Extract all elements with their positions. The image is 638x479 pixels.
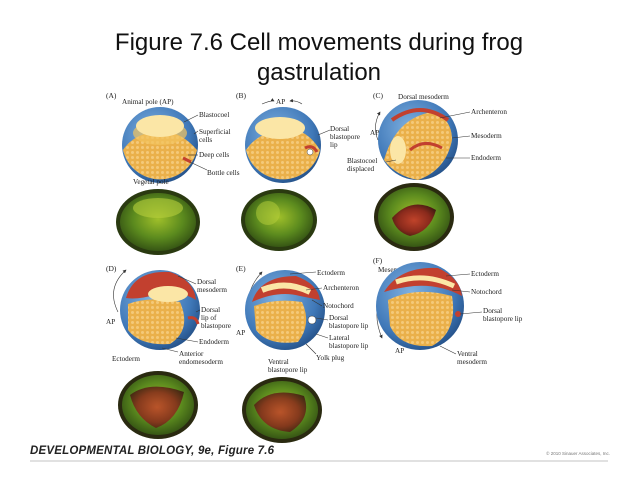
label-e-ventral: Ventral (268, 358, 289, 366)
label-c-archenteron: Archenteron (471, 108, 507, 116)
micrograph-b (241, 189, 317, 251)
panel-f: (F) Mesenchyme Ectoderm Notochord Dorsal… (373, 256, 523, 366)
label-e-dorsal: Dorsal (329, 314, 348, 322)
label-c-dorsal-mesoderm: Dorsal mesoderm (398, 93, 449, 101)
label-deep-cells: Deep cells (199, 151, 229, 159)
label-e-ventral-lip: blastopore lip (268, 366, 308, 374)
micrograph-a (116, 189, 200, 255)
micrograph-c (374, 183, 454, 251)
embryo-e-diagram (245, 270, 325, 350)
figure-credit: DEVELOPMENTAL BIOLOGY, 9e, Figure 7.6 (30, 445, 275, 457)
label-vegetal-pole: Vegetal pole (133, 178, 169, 186)
label-e-lateral: Lateral (329, 334, 349, 342)
embryo-b-diagram (245, 107, 321, 183)
panel-d: (D) Dorsal mesoderm AP Dorsal lip of bla… (106, 264, 231, 439)
label-c-displaced: displaced (347, 165, 375, 173)
label-e-archenteron: Archenteron (323, 284, 359, 292)
label-d-dorsal-lip-2: lip of (201, 314, 217, 322)
embryo-a-diagram (122, 107, 198, 183)
label-superficial: Superficial (199, 128, 231, 136)
label-c-blastocoel: Blastocoel (347, 157, 377, 165)
embryo-d-diagram (120, 270, 200, 350)
label-f-dorsal: Dorsal (483, 307, 502, 315)
label-d-anterior: Anterior (179, 350, 204, 358)
panel-a: (A) Animal pole (AP) Blastocoel Superfic… (106, 91, 240, 255)
panel-a-letter: (A) (106, 91, 117, 100)
label-c-endoderm: Endoderm (471, 154, 501, 162)
label-e-yolk-plug: Yolk plug (316, 354, 345, 362)
panel-d-letter: (D) (106, 264, 117, 273)
label-f-notochord: Notochord (471, 288, 502, 296)
label-d-dorsal: Dorsal (197, 278, 216, 286)
copyright-notice: © 2010 Sinauer Associates, Inc. (546, 451, 610, 456)
label-b-blastopore: blastopore (330, 133, 360, 141)
panel-b-letter: (B) (236, 91, 247, 100)
label-e-ap: AP (236, 329, 245, 337)
micrograph-d (118, 371, 198, 439)
label-b-dorsal: Dorsal (330, 125, 349, 133)
label-d-ectoderm: Ectoderm (112, 355, 140, 363)
slide-title: Figure 7.6 Cell movements during frog ga… (0, 28, 638, 88)
label-f-dorsal-lip: blastopore lip (483, 315, 523, 323)
label-cells: cells (199, 136, 212, 144)
label-d-endomesoderm: endomesoderm (179, 358, 223, 366)
label-c-ap: AP (370, 129, 379, 137)
panel-e-letter: (E) (236, 264, 246, 273)
embryo-c-diagram (378, 100, 458, 180)
label-d-ap: AP (106, 318, 115, 326)
panel-e: (E) Ectoderm Archenteron Notochord Dorsa… (236, 264, 369, 443)
label-d-endoderm: Endoderm (199, 338, 229, 346)
panel-c-letter: (C) (373, 91, 384, 100)
embryo-f-diagram (376, 262, 464, 350)
label-f-mesoderm: mesoderm (457, 358, 487, 366)
label-e-ectoderm: Ectoderm (317, 269, 345, 277)
panel-f-letter: (F) (373, 256, 383, 265)
panel-b: (B) AP Dorsal blastopore lip (236, 91, 360, 251)
label-e-lateral-lip: blastopore lip (329, 342, 369, 350)
label-b-lip: lip (330, 141, 338, 149)
label-b-ap: AP (276, 98, 285, 106)
label-blastocoel: Blastocoel (199, 111, 229, 119)
label-f-ectoderm: Ectoderm (471, 270, 499, 278)
label-e-dorsal-lip: blastopore lip (329, 322, 369, 330)
panel-c: (C) Dorsal mesoderm Archenteron AP Mesod… (347, 91, 507, 251)
label-f-ventral: Ventral (457, 350, 478, 358)
label-d-dorsal-lip-1: Dorsal (201, 306, 220, 314)
micrograph-e (242, 377, 322, 443)
label-f-ap: AP (395, 347, 404, 355)
label-animal-pole: Animal pole (AP) (122, 98, 174, 106)
label-e-notochord: Notochord (323, 302, 354, 310)
label-c-mesoderm: Mesoderm (471, 132, 502, 140)
label-d-mesoderm: mesoderm (197, 286, 227, 294)
title-line-1: Figure 7.6 Cell movements during frog (114, 29, 524, 56)
label-bottle-cells: Bottle cells (207, 169, 240, 177)
title-line-2: gastrulation (256, 59, 382, 86)
label-d-dorsal-lip-3: blastopore (201, 322, 231, 330)
